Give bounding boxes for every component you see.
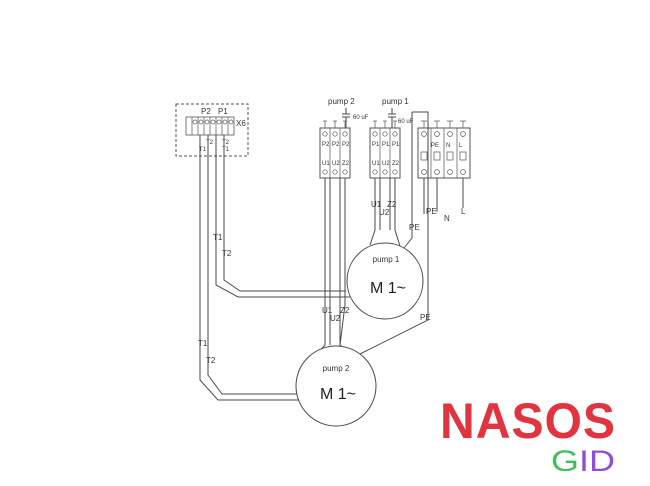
capacitor-pump1-title: pump 1 [382, 97, 409, 106]
motor-pump2: pump 2 M 1~ [295, 345, 377, 427]
capacitor-pump1-rating: 60 uF [398, 119, 414, 125]
pump1-terminal-block: P1 P1 P1 U1 U2 Z2 [369, 120, 401, 179]
x6-label-p2: P2 [201, 107, 211, 116]
pump2-block-bottom-1: U1 [322, 161, 330, 167]
pump1-block-top-2: P1 [382, 142, 390, 148]
wires [199, 111, 464, 401]
pump1-block-bottom-2: U2 [382, 161, 390, 167]
capacitor-pump2-title: pump 2 [328, 97, 355, 106]
power-block-l: L [459, 143, 463, 149]
pump2-block-bottom-3: Z2 [342, 161, 350, 167]
motor-pump1: pump 1 M 1~ [346, 242, 424, 320]
wire-pump1-z2: Z2 [387, 200, 397, 209]
motor-pump1-name: pump 1 [373, 255, 400, 264]
wire-t2-upper: T2 [222, 249, 232, 258]
wire-pump2-pe: PE [420, 313, 431, 322]
supply-l: L [461, 207, 466, 216]
wire-t1-lower: T1 [198, 339, 208, 348]
capacitor-pump2-symbol [342, 108, 350, 123]
power-block-pe: PE [431, 143, 439, 149]
motor-pump2-label: M 1~ [320, 386, 356, 403]
wire-t1-upper: T1 [213, 233, 223, 242]
motor-pump2-name: pump 2 [323, 364, 350, 373]
wire-pump2-u2: U2 [330, 314, 341, 323]
pump1-block-top-3: P1 [392, 142, 400, 148]
wire-pump2-z2: Z2 [340, 306, 350, 315]
wire-pump1-u1: U1 [371, 200, 382, 209]
supply-pe: PE [426, 207, 437, 216]
pump2-block-top-3: P2 [342, 142, 350, 148]
motor-pump1-label: M 1~ [370, 280, 406, 297]
logo-top-text: NASOS [440, 393, 616, 449]
pump2-block-top-1: P2 [322, 142, 330, 148]
pump1-block-bottom-1: U1 [372, 161, 380, 167]
pump1-block-top-1: P1 [372, 142, 380, 148]
x6-label-t2b: T2 [222, 140, 230, 146]
x6-label-t2: T2 [206, 140, 214, 146]
x6-label-t1b: T1 [222, 147, 230, 153]
power-block-n: N [446, 143, 450, 149]
x6-label-t1: T1 [199, 147, 207, 153]
wire-pump1-pe: PE [409, 223, 420, 232]
pump2-terminal-block: P2 P2 P2 U1 U2 Z2 [319, 120, 351, 179]
x6-label: X6 [236, 119, 246, 128]
power-terminal-block: PE N L [417, 120, 471, 179]
wire-pump2-u1: U1 [322, 306, 333, 315]
pump2-block-top-2: P2 [332, 142, 340, 148]
supply-n: N [444, 214, 450, 223]
wire-pump1-u2: U2 [379, 208, 390, 217]
capacitor-pump2-rating: 60 uF [353, 115, 369, 121]
pump1-block-bottom-3: Z2 [392, 161, 400, 167]
capacitor-pump1-symbol [388, 108, 396, 123]
pump2-block-bottom-2: U2 [332, 161, 340, 167]
x6-label-p1: P1 [218, 107, 228, 116]
wire-t2-lower: T2 [206, 356, 216, 365]
junction-box-x6: P2 P1 X6 T2 T2 T1 T1 [175, 103, 249, 157]
